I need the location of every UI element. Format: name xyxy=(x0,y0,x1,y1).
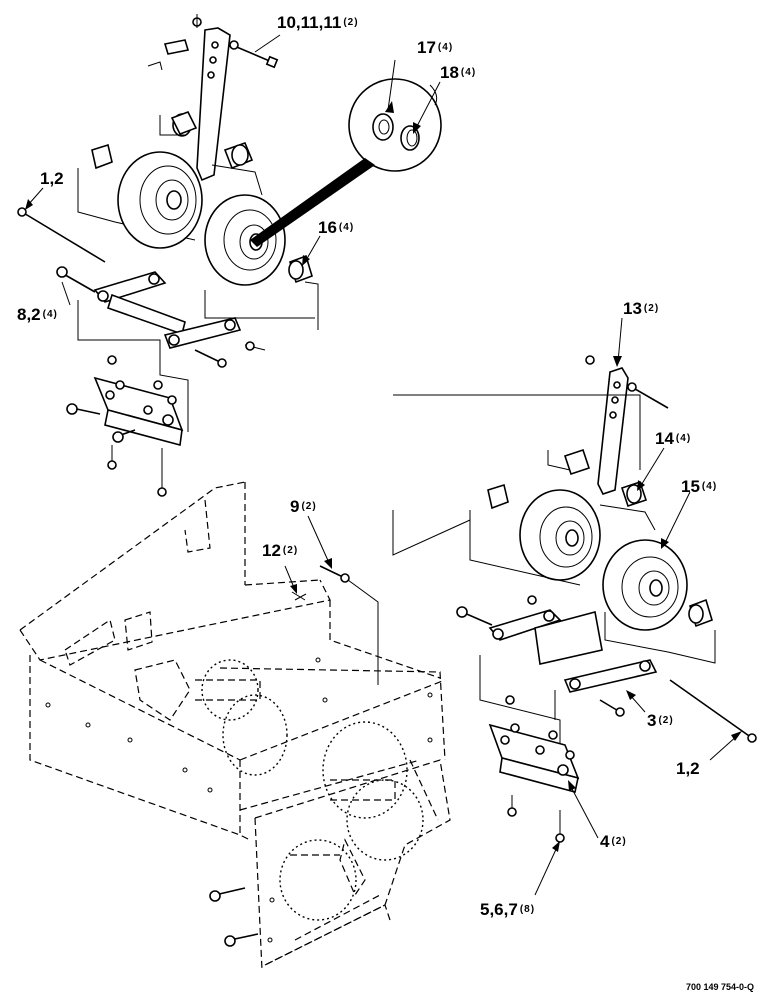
callout-quantity: (4) xyxy=(675,433,692,444)
callout-1-2-lower: 1,2 xyxy=(676,760,700,778)
callout-10-11: 10,11,11(2) xyxy=(277,14,359,32)
callout-quantity: (2) xyxy=(343,17,359,28)
callout-16: 16(4) xyxy=(318,219,354,237)
callout-number: 3 xyxy=(647,711,657,730)
callout-3: 3(2) xyxy=(647,712,674,730)
callout-number: 9 xyxy=(290,497,300,516)
callout-17: 17(4) xyxy=(417,39,453,57)
machine-frame xyxy=(19,481,451,971)
upper-roller-assembly xyxy=(17,14,442,497)
callout-8-2: 8,2(4) xyxy=(17,306,58,324)
callout-quantity: (4) xyxy=(460,67,477,78)
lower-axle-assembly xyxy=(456,595,757,743)
callout-quantity: (2) xyxy=(611,836,627,847)
roller-wheel-4 xyxy=(602,539,688,631)
callout-number: 12 xyxy=(262,541,281,560)
callout-quantity: (2) xyxy=(643,303,660,314)
drawing-number: 700 149 754-0-Q xyxy=(685,982,754,992)
callout-number: 1,2 xyxy=(676,759,700,778)
callout-9: 9(2) xyxy=(290,498,317,516)
upper-axle-assembly xyxy=(56,266,266,368)
callout-number: 13 xyxy=(623,299,642,318)
callout-number: 4 xyxy=(600,832,610,851)
callout-quantity: (2) xyxy=(301,501,317,512)
callout-5-6-7: 5,6,7(8) xyxy=(480,901,535,919)
callout-number: 15 xyxy=(681,477,700,496)
callout-number: 17 xyxy=(417,38,436,57)
roller-wheel-2 xyxy=(204,194,286,286)
callout-18: 18(4) xyxy=(440,64,476,82)
callout-number: 14 xyxy=(655,429,674,448)
leader-lines xyxy=(25,34,742,896)
callout-number: 1,2 xyxy=(40,169,64,188)
lower-bracket xyxy=(488,695,580,843)
callout-1-2-upper: 1,2 xyxy=(40,170,64,188)
lower-roller-assembly xyxy=(291,355,757,843)
callout-quantity: (4) xyxy=(701,481,718,492)
callout-15: 15(4) xyxy=(681,478,717,496)
spacer-right xyxy=(223,141,254,170)
roller-wheel-3 xyxy=(519,489,601,581)
callout-number: 5,6,7 xyxy=(480,900,518,919)
callout-quantity: (2) xyxy=(282,545,299,556)
upper-bracket xyxy=(66,355,184,497)
spacer-left xyxy=(170,110,198,137)
callout-number: 16 xyxy=(318,218,337,237)
callout-quantity: (2) xyxy=(658,715,674,726)
callout-12: 12(2) xyxy=(262,542,298,560)
callout-number: 10,11,11 xyxy=(277,13,342,32)
callout-14: 14(4) xyxy=(655,430,691,448)
roller-wheel-1 xyxy=(117,151,203,249)
callout-quantity: (4) xyxy=(338,222,355,233)
callout-quantity: (8) xyxy=(519,904,536,915)
callout-number: 8,2 xyxy=(17,305,41,324)
callout-quantity: (4) xyxy=(42,309,58,320)
bearing-detail-magnifier xyxy=(250,78,442,247)
callout-quantity: (4) xyxy=(437,42,454,53)
callout-4: 4(2) xyxy=(600,833,627,851)
callout-13: 13(2) xyxy=(623,300,659,318)
callout-number: 18 xyxy=(440,63,459,82)
